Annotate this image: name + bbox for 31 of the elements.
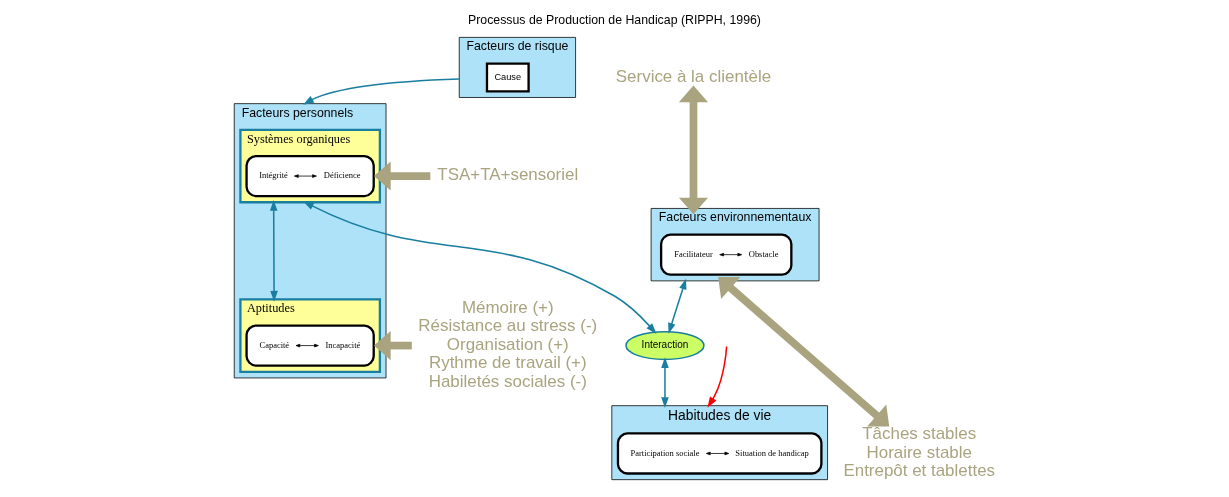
node-text: Facilitateur — [674, 248, 713, 259]
arrow — [295, 343, 319, 348]
node-text: Mémoire (+) Résistance au stress (-) Organisation (+) Rythme de travail (+) Habiletés sociales (-) — [418, 297, 598, 391]
arrow — [668, 278, 687, 334]
cluster — [616, 432, 823, 475]
diagram-title: Processus de Production de Handicap (RIPPH, 1996) — [468, 13, 761, 28]
arrow — [718, 277, 890, 427]
cluster — [245, 324, 375, 367]
arrow — [303, 201, 657, 334]
arrow — [719, 252, 743, 257]
cluster — [659, 233, 793, 276]
cluster — [245, 154, 375, 198]
arrow — [294, 174, 317, 178]
arrow — [661, 357, 669, 408]
node-text: Capacité — [259, 339, 290, 350]
node-text: Obstacle — [748, 248, 779, 259]
node-text: Service à la clientèle — [615, 66, 772, 86]
arrow — [707, 345, 728, 408]
node-box: Cause — [485, 62, 530, 93]
arrow — [678, 85, 709, 215]
arrow — [706, 451, 730, 456]
node-text: Participation sociale — [630, 447, 700, 458]
arrow — [269, 199, 278, 302]
arrow — [303, 78, 460, 105]
node-text: Incapacité — [325, 339, 361, 350]
node-text: Intégrité — [259, 170, 288, 181]
node-text: Tâches stables Horaire stable Entrepôt et tablettes — [843, 424, 996, 481]
node-ellipse: Interaction — [625, 330, 705, 361]
node-text: Situation de handicap — [735, 447, 809, 458]
node-text: TSA+TA+sensoriel — [437, 165, 579, 185]
node-text: Déficience — [323, 170, 361, 181]
